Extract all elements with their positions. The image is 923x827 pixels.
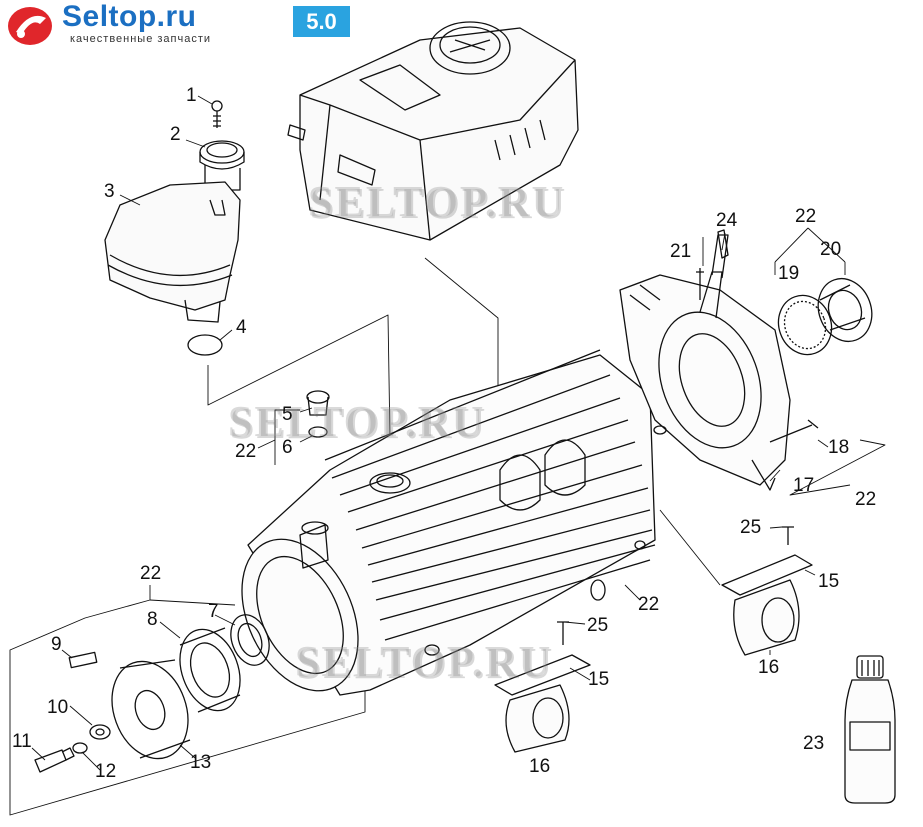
callout-17: 17 bbox=[793, 475, 815, 496]
brand-tagline: качественные запчасти bbox=[70, 33, 212, 45]
part-16-valve-block-lower bbox=[505, 684, 570, 753]
callout-10: 10 bbox=[47, 697, 69, 718]
part-24-hose bbox=[717, 229, 729, 259]
callout-22-bottom-left: 22 bbox=[140, 563, 162, 584]
brand-name: Seltop.ru bbox=[62, 0, 197, 33]
part-8-bearing bbox=[179, 627, 241, 713]
callout-24: 24 bbox=[716, 210, 738, 231]
callout-22-right: 22 bbox=[855, 489, 877, 510]
callout-22-left: 22 bbox=[235, 441, 257, 462]
seltop-logo-icon bbox=[8, 7, 52, 45]
part-19-seal-ring bbox=[777, 294, 833, 356]
watermark-top: SELTOP.RU bbox=[308, 177, 566, 226]
part-23-oil-bottle bbox=[844, 655, 896, 804]
part-12-lock-washer bbox=[72, 742, 88, 754]
callout-3: 3 bbox=[104, 181, 115, 202]
callout-25-lower: 25 bbox=[587, 615, 609, 636]
callout-6: 6 bbox=[282, 437, 293, 458]
callout-9: 9 bbox=[51, 634, 62, 655]
callout-22-middle: 22 bbox=[638, 594, 660, 615]
callout-25-upper: 25 bbox=[740, 517, 762, 538]
bearing-flange bbox=[619, 234, 791, 491]
part-9-key bbox=[68, 651, 98, 669]
part-25-screw-upper bbox=[782, 526, 794, 545]
part-15-bracket-lower bbox=[494, 654, 591, 696]
part-15-bracket-upper bbox=[721, 554, 813, 596]
part-10-washer bbox=[89, 724, 111, 740]
callout-22-top-right: 22 bbox=[795, 206, 817, 227]
part-3-reservoir bbox=[104, 181, 241, 323]
callout-18: 18 bbox=[828, 437, 850, 458]
section-badge: 5.0 bbox=[293, 6, 350, 37]
part-7-shaft-seal bbox=[230, 614, 270, 666]
part-4-oring bbox=[187, 334, 223, 356]
part-11-screw bbox=[34, 747, 75, 773]
part-18-screw bbox=[769, 419, 819, 443]
callout-5: 5 bbox=[282, 404, 293, 425]
part-1-screw bbox=[211, 100, 223, 128]
callout-13: 13 bbox=[190, 752, 212, 773]
callout-1: 1 bbox=[186, 85, 197, 106]
callout-11: 11 bbox=[12, 731, 32, 752]
pump-housing bbox=[241, 349, 656, 696]
part-5-plug bbox=[306, 390, 330, 416]
callout-4: 4 bbox=[236, 317, 247, 338]
tank-drawing bbox=[287, 21, 579, 241]
leader-lines bbox=[9, 95, 886, 816]
part-21-screw bbox=[696, 268, 704, 300]
part-6-oring bbox=[308, 426, 328, 438]
part-20-bearing bbox=[817, 277, 873, 343]
part-16-valve-block-upper bbox=[733, 579, 800, 656]
callout-23: 23 bbox=[803, 733, 825, 754]
callout-19: 19 bbox=[778, 263, 800, 284]
watermark-bottom: SELTOP.RU bbox=[295, 637, 553, 686]
callout-16-lower: 16 bbox=[529, 756, 551, 777]
callout-15-lower: 15 bbox=[588, 669, 610, 690]
part-13-disc bbox=[111, 659, 191, 760]
callout-15-upper: 15 bbox=[818, 571, 840, 592]
callout-20: 20 bbox=[820, 239, 842, 260]
watermark-middle: SELTOP.RU bbox=[228, 397, 486, 446]
callout-2: 2 bbox=[170, 124, 181, 145]
callout-16-upper: 16 bbox=[758, 657, 780, 678]
callout-12: 12 bbox=[95, 761, 117, 782]
callout-8: 8 bbox=[147, 609, 158, 630]
callout-21: 21 bbox=[670, 241, 692, 262]
callout-7: 7 bbox=[208, 601, 219, 622]
part-25-screw-lower bbox=[557, 621, 569, 645]
